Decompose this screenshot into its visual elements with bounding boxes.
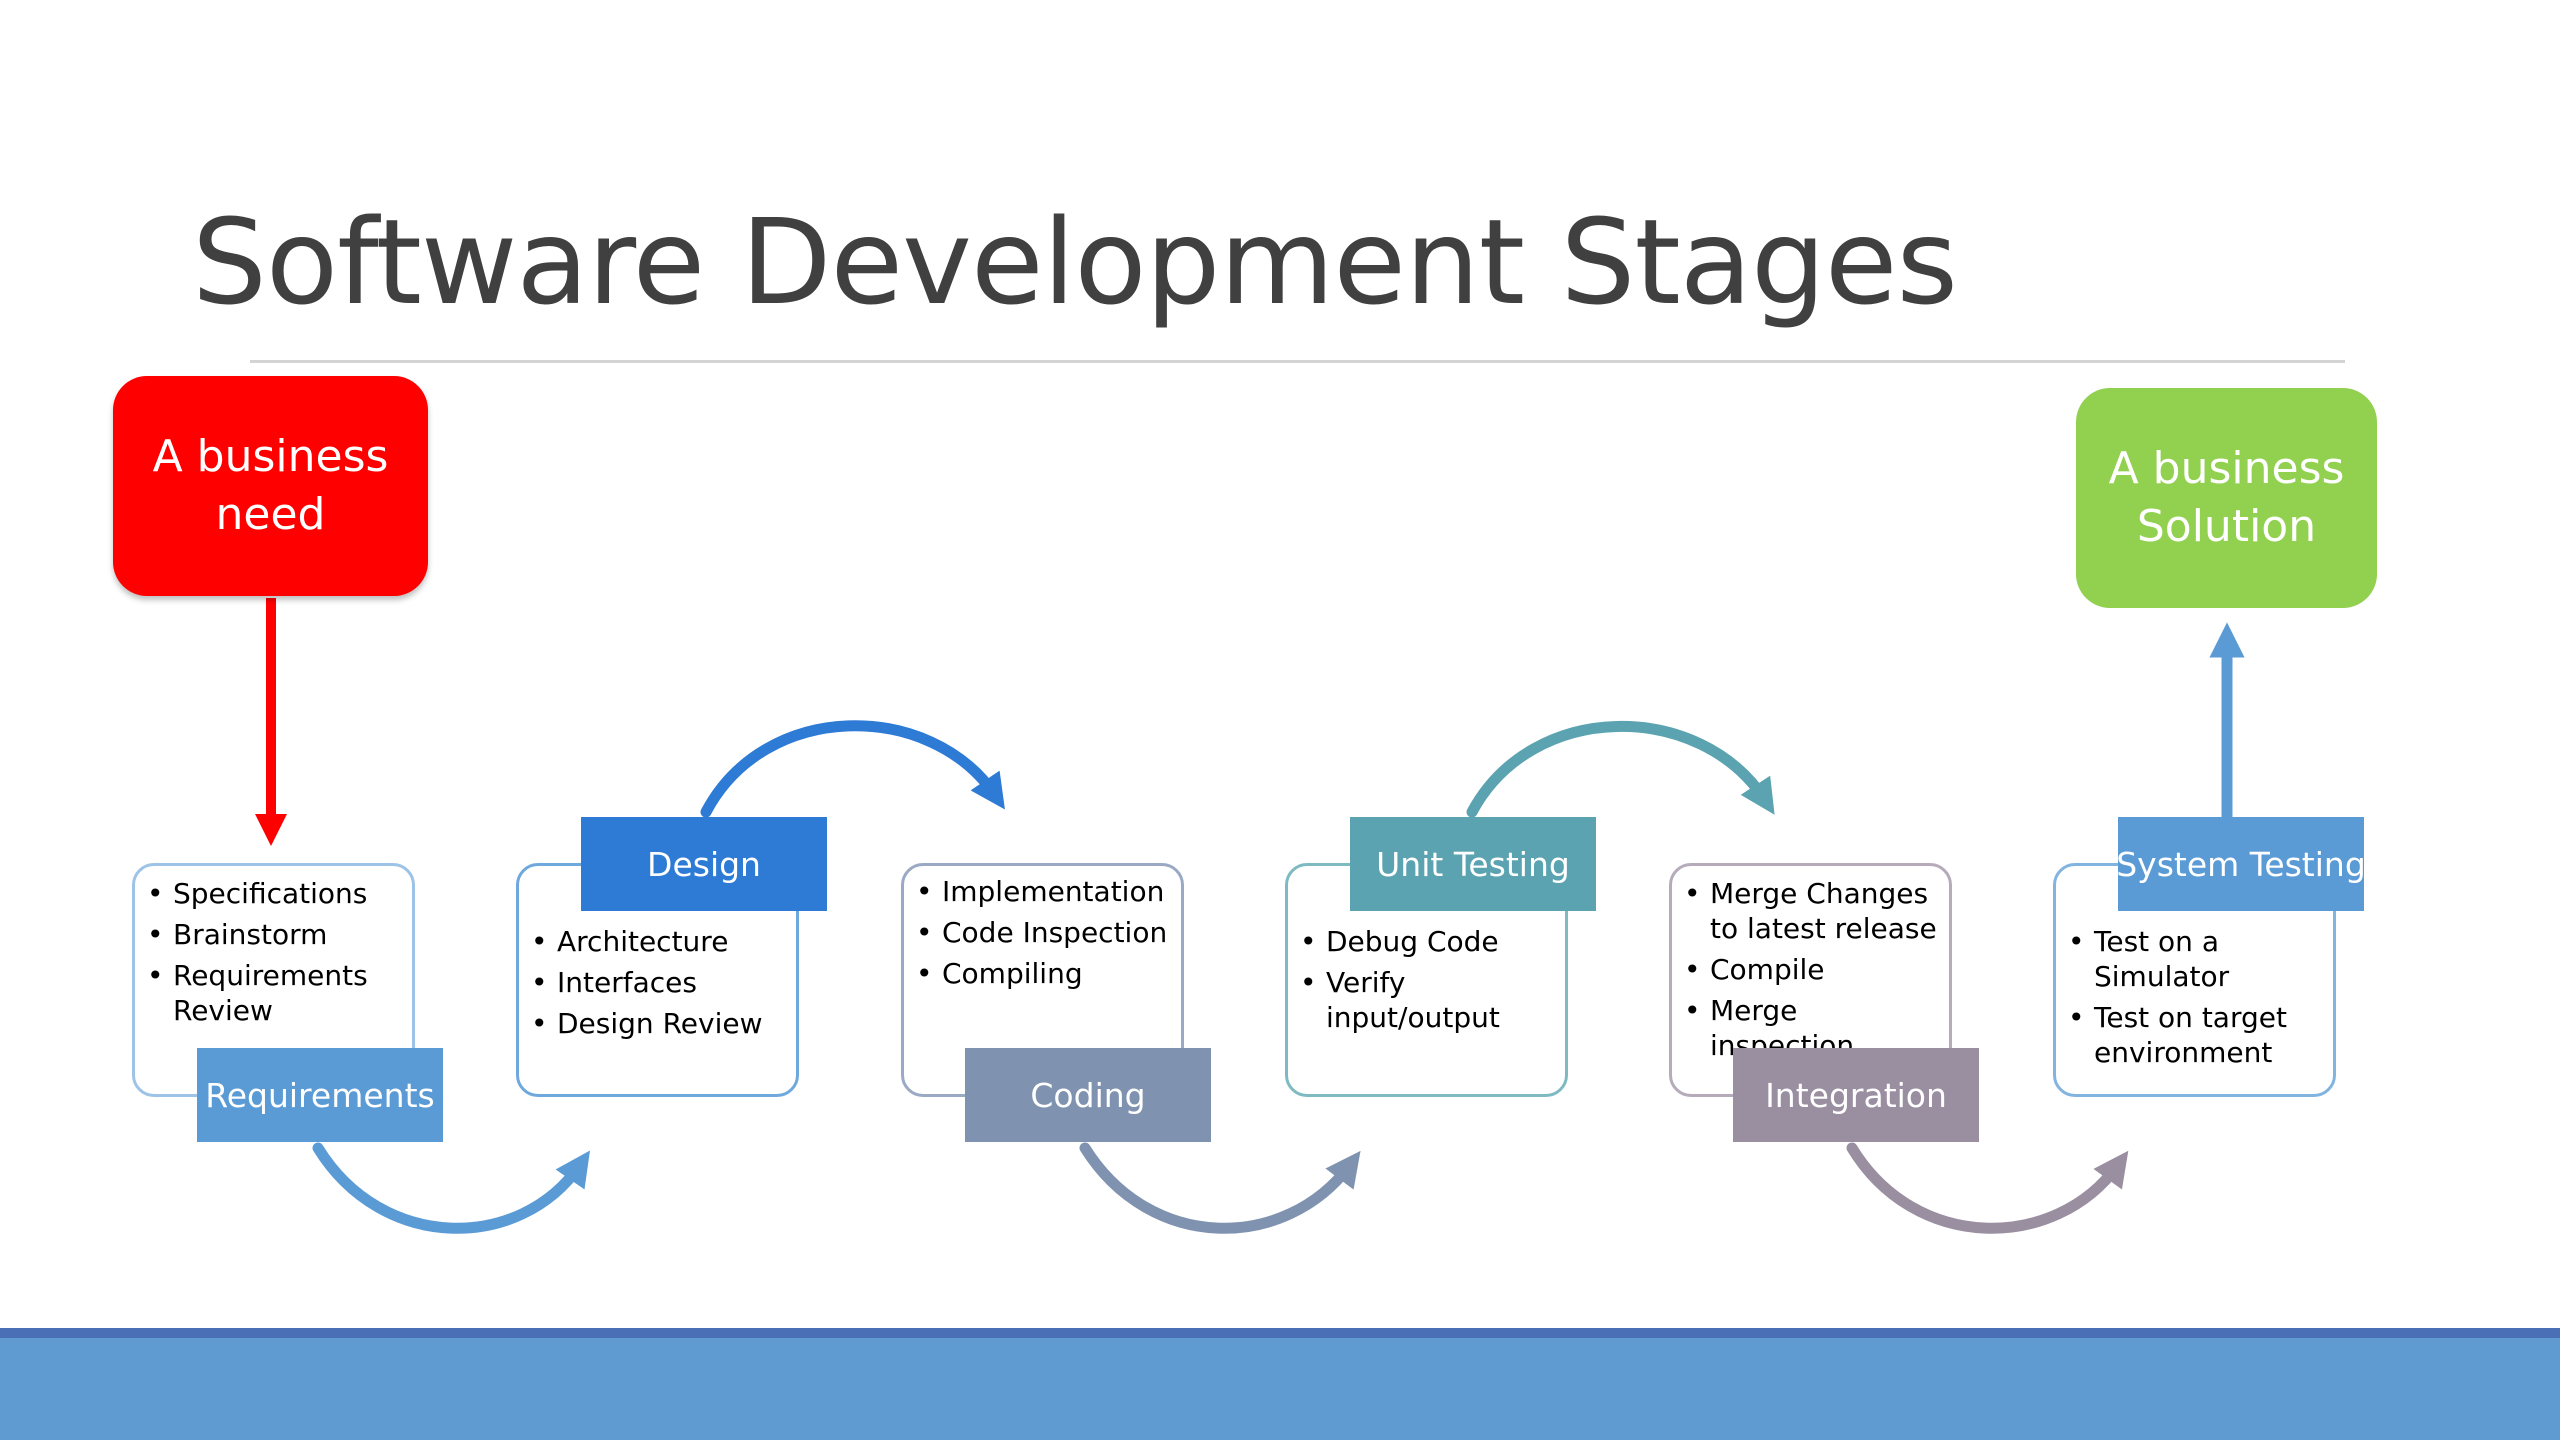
list-item: Test on target environment	[2068, 1000, 2323, 1070]
integration-bullets: Merge Changes to latest release Compile …	[1684, 876, 1939, 1063]
list-item: Brainstorm	[147, 917, 402, 952]
business-need-box: A business need	[113, 376, 428, 596]
list-item: Test on a Simulator	[2068, 924, 2323, 994]
list-item: Code Inspection	[916, 915, 1171, 950]
stage-coding-label: Coding	[965, 1048, 1211, 1142]
list-item: Specifications	[147, 876, 402, 911]
stage-unit-testing-label: Unit Testing	[1350, 817, 1596, 911]
list-item: Verify input/output	[1300, 965, 1555, 1035]
stage-design-label: Design	[581, 817, 827, 911]
list-item: Requirements Review	[147, 958, 402, 1028]
stage-system-testing-label: System Testing	[2116, 817, 2366, 911]
business-solution-box: A business Solution	[2076, 388, 2377, 608]
title-divider	[250, 360, 2345, 363]
list-item: Compile	[1684, 952, 1939, 987]
slide-title: Software Development Stages	[192, 193, 1958, 331]
list-item: Implementation	[916, 874, 1171, 909]
stage-requirements-card: Specifications Brainstorm Requirements R…	[132, 863, 415, 1097]
coding-bullets: Implementation Code Inspection Compiling	[916, 874, 1171, 991]
coding-to-unit-testing-arrow	[1079, 1142, 1361, 1234]
footer-bar	[0, 1338, 2560, 1440]
list-item: Design Review	[531, 1006, 786, 1041]
stage-integration-label: Integration	[1733, 1048, 1979, 1142]
unit-testing-bullets: Debug Code Verify input/output	[1300, 924, 1555, 1035]
requirements-bullets: Specifications Brainstorm Requirements R…	[147, 876, 402, 1028]
list-item: Compiling	[916, 956, 1171, 991]
system-testing-bullets: Test on a Simulator Test on target envir…	[2068, 924, 2323, 1070]
stage-requirements-label: Requirements	[197, 1048, 443, 1142]
list-item: Debug Code	[1300, 924, 1555, 959]
unit-testing-to-integration-arrow	[1466, 720, 1775, 818]
requirements-to-design-arrow	[312, 1142, 591, 1234]
list-item: Merge Changes to latest release	[1684, 876, 1939, 946]
list-item: Architecture	[531, 924, 786, 959]
design-to-coding-arrow	[700, 720, 1005, 818]
footer-accent-line	[0, 1328, 2560, 1338]
integration-to-system-testing-arrow	[1846, 1142, 2129, 1234]
design-bullets: Architecture Interfaces Design Review	[531, 924, 786, 1041]
list-item: Interfaces	[531, 965, 786, 1000]
